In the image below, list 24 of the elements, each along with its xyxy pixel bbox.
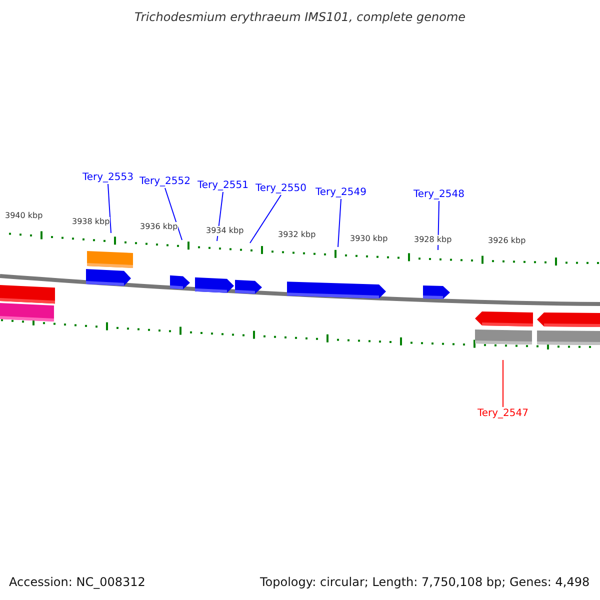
position-label: 3926 kbp <box>488 236 526 246</box>
gene-label: Tery_2553 <box>78 171 138 184</box>
gene-label: Tery_2548 <box>409 188 469 201</box>
position-label: 3930 kbp <box>350 234 388 244</box>
gene-label: Tery_2549 <box>311 186 371 199</box>
gene-label: Tery_2547 <box>473 407 533 420</box>
map-title: Trichodesmium erythraeum IMS101, complete genome <box>133 10 467 24</box>
leader-line <box>108 184 112 234</box>
tick-ring <box>1 317 591 350</box>
position-label: 3938 kbp <box>72 217 110 227</box>
position-label: 3934 kbp <box>206 226 244 236</box>
leader-line <box>502 360 504 408</box>
position-label: 3928 kbp <box>414 235 452 245</box>
gene-label: Tery_2551 <box>193 179 253 192</box>
leader-line <box>250 194 282 244</box>
gene-label: Tery_2550 <box>251 182 311 195</box>
genome-info: Topology: circular; Length: 7,750,108 bp; Genes: 4,498 <box>260 575 590 589</box>
leader-line <box>338 198 342 248</box>
position-label: 3940 kbp <box>5 211 43 221</box>
position-label: 3936 kbp <box>140 222 178 232</box>
gene-label: Tery_2552 <box>135 175 195 188</box>
position-label: 3932 kbp <box>278 230 316 240</box>
leader-line <box>164 188 182 240</box>
genome-info: Accession: NC_008312 <box>9 575 146 589</box>
